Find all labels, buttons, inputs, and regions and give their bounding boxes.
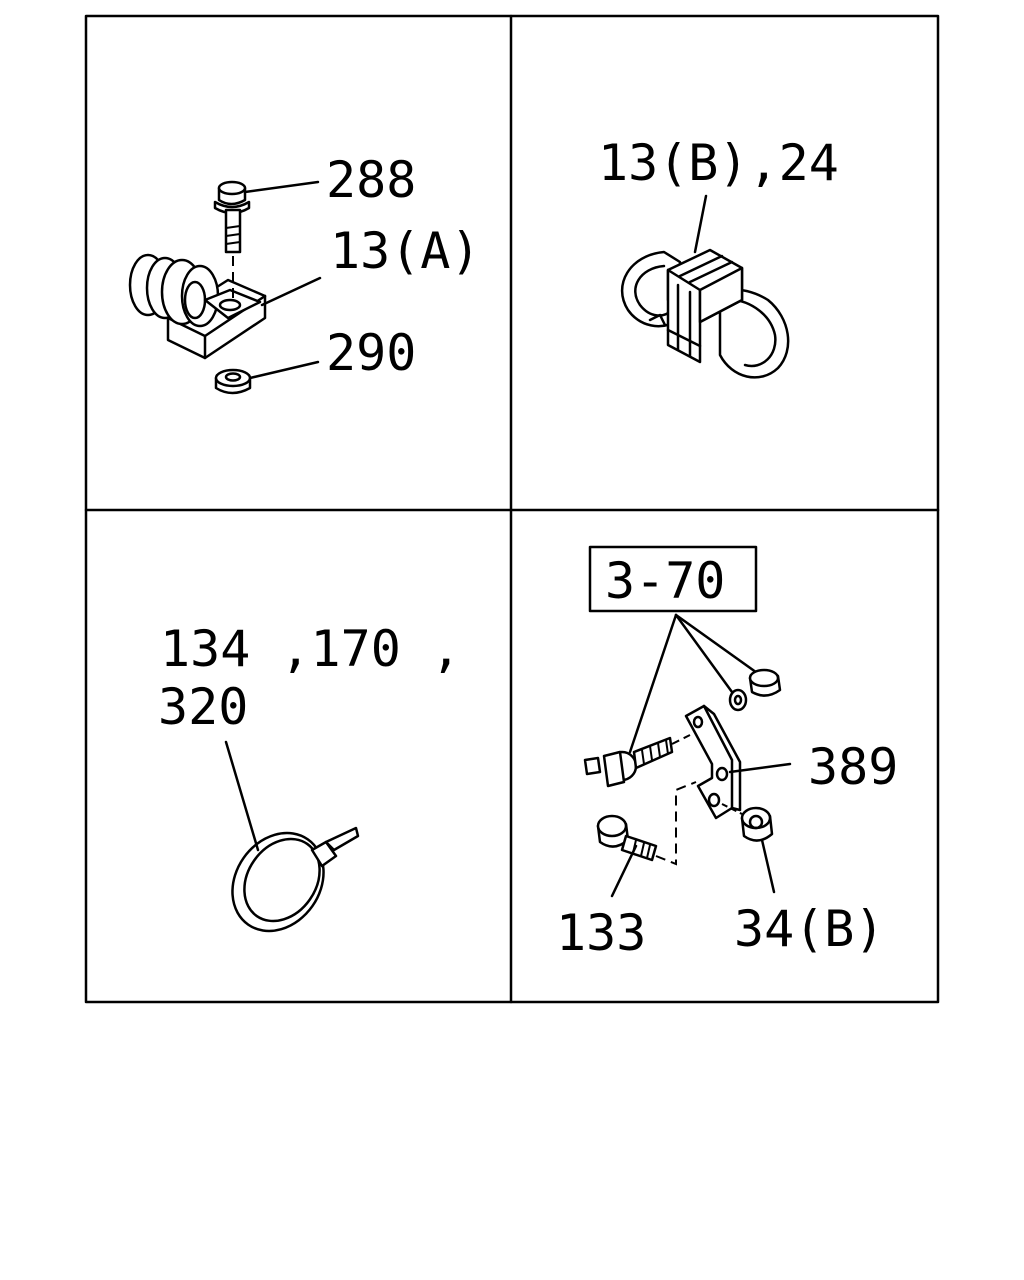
panel-bottom-left: 134 ,170 , 320: [158, 620, 461, 933]
label-13b-24: 13(B),24: [598, 134, 839, 192]
label-13a: 13(A): [330, 222, 481, 280]
label-288: 288: [326, 151, 416, 209]
panel-top-right: 13(B),24: [598, 134, 839, 379]
double-clip-part: [621, 248, 790, 379]
bolt-upper-part: [583, 734, 691, 788]
label-134-170: 134 ,170 ,: [160, 620, 461, 678]
panel-bottom-right: 3-70: [556, 545, 898, 962]
label-320: 320: [158, 678, 248, 736]
label-34b: 34(B): [734, 900, 885, 958]
nut-290-part: [214, 368, 252, 395]
bolt-133-part: [596, 781, 697, 866]
bolt-288-part: [213, 180, 251, 298]
bracket-389-part: [684, 704, 742, 820]
cable-tie-part: [231, 826, 360, 933]
cushion-clip-part: [128, 253, 267, 360]
nut-34b-part: [721, 803, 774, 842]
panel-top-left: 288 13(A) 290: [128, 151, 481, 395]
label-389: 389: [808, 738, 898, 796]
label-290: 290: [326, 324, 416, 382]
ref-box-3-70: [588, 545, 758, 613]
ref-box-label: 3-70: [605, 552, 725, 610]
label-133: 133: [556, 904, 646, 962]
nut-upper-part: [728, 668, 782, 712]
panel-grid: [84, 14, 940, 1004]
